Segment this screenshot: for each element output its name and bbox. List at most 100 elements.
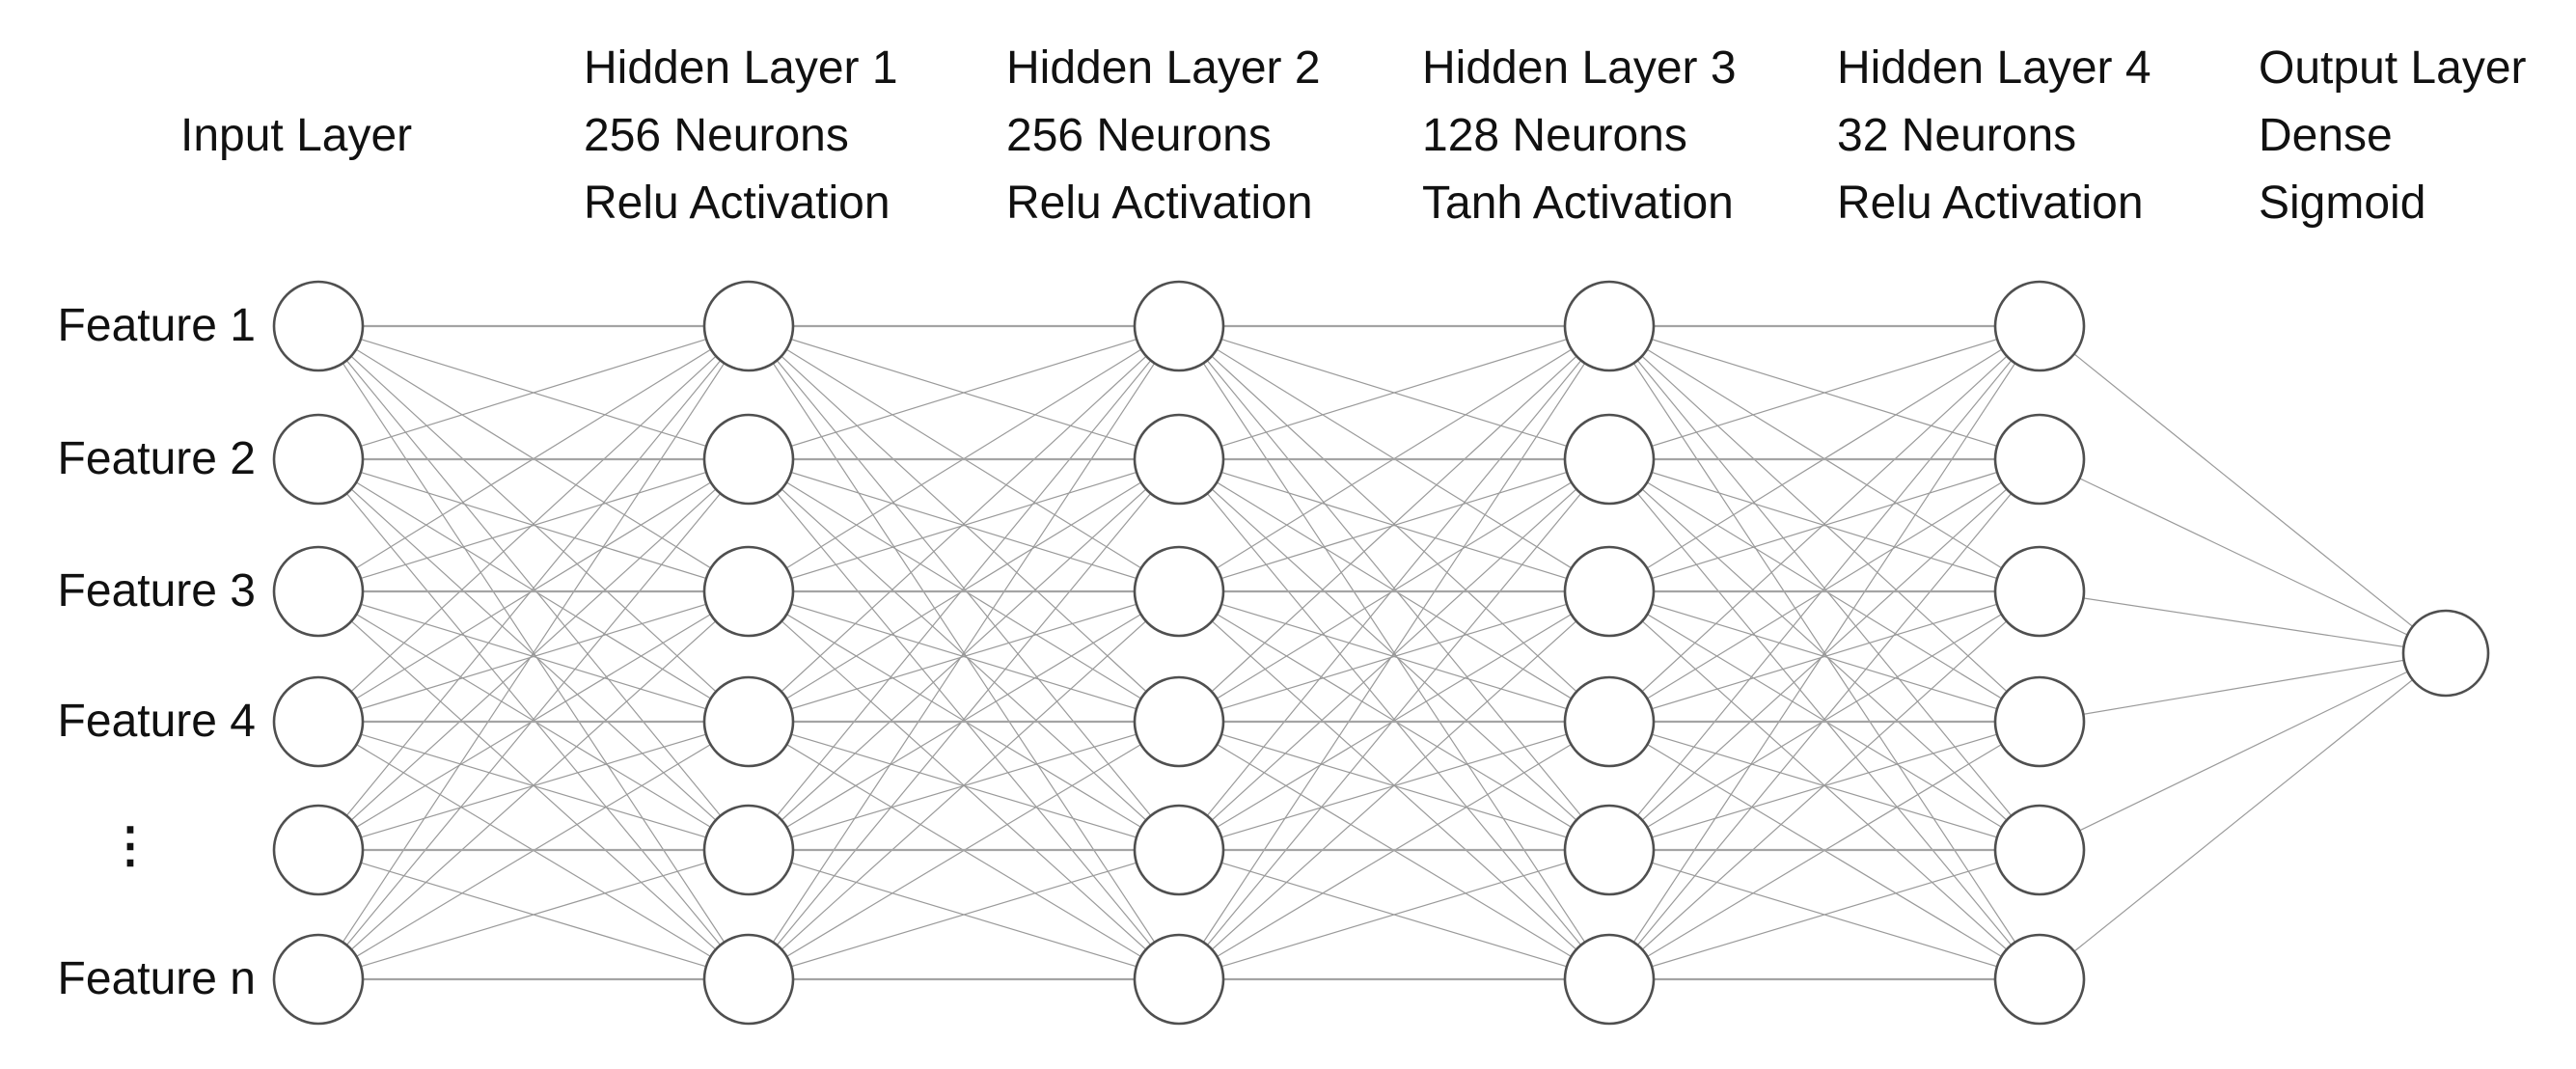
neuron-node <box>1563 804 1656 896</box>
feature-label-n: Feature n <box>57 953 256 1004</box>
connection-line <box>748 325 1180 723</box>
header-hidden-layer-4: Hidden Layer 4 32 Neurons Relu Activatio… <box>1837 35 2151 237</box>
connection-line <box>748 325 1180 980</box>
neuron-node <box>1993 804 2086 896</box>
connection-line <box>1608 325 2041 980</box>
layer-title: Hidden Layer 3 <box>1422 42 1737 94</box>
header-input-layer: Input Layer <box>180 102 412 170</box>
connection-line <box>748 325 1180 460</box>
neuron-node <box>1133 280 1225 372</box>
connection-line <box>748 458 1180 980</box>
connection-line <box>1178 325 1610 980</box>
neuron-node <box>1133 804 1225 896</box>
layer-activation: Tanh Activation <box>1422 178 1734 229</box>
neuron-nodes-group <box>272 280 2490 1026</box>
header-hidden-layer-1: Hidden Layer 1 256 Neurons Relu Activati… <box>584 35 898 237</box>
neuron-node <box>272 675 365 768</box>
connection-line <box>748 325 1180 851</box>
connection-line <box>1178 849 1610 980</box>
connection-lines-horizontal-group <box>318 324 2040 981</box>
output-connection-line <box>2039 590 2447 654</box>
neuron-node <box>702 413 795 506</box>
layer-activation: Sigmoid <box>2259 178 2426 229</box>
neuron-node <box>1993 545 2086 638</box>
connection-line <box>317 590 750 980</box>
output-connection-line <box>2039 325 2447 654</box>
neuron-node <box>272 933 365 1026</box>
neuron-node <box>702 804 795 896</box>
connection-line <box>1178 325 1610 851</box>
layer-neurons: 32 Neurons <box>1837 110 2077 161</box>
layer-title: Hidden Layer 2 <box>1006 42 1321 94</box>
connection-line <box>317 325 750 980</box>
header-hidden-layer-2: Hidden Layer 2 256 Neurons Relu Activati… <box>1006 35 1321 237</box>
feature-label-4: Feature 4 <box>57 696 256 747</box>
neuron-node <box>1563 675 1656 768</box>
connection-line <box>317 325 750 460</box>
layer-activation: Relu Activation <box>1837 178 2144 229</box>
layer-activation: Relu Activation <box>1006 178 1313 229</box>
neuron-node <box>272 280 365 372</box>
connection-line <box>748 590 1180 723</box>
neuron-node <box>1133 933 1225 1026</box>
neuron-node <box>702 933 795 1026</box>
connection-line <box>317 325 750 723</box>
connection-line <box>748 458 1180 592</box>
connection-line <box>1178 325 1610 723</box>
layer-activation: Relu Activation <box>584 178 891 229</box>
layer-title: Hidden Layer 4 <box>1837 42 2151 94</box>
neuron-node <box>272 413 365 506</box>
layer-title: Input Layer <box>180 110 413 161</box>
connection-line <box>1178 590 1610 723</box>
connection-line <box>1608 458 2041 851</box>
feature-label-3: Feature 3 <box>57 565 256 617</box>
connection-line <box>317 849 750 980</box>
connection-line <box>1608 849 2041 980</box>
connection-line <box>317 590 750 723</box>
connection-line <box>1608 590 2041 980</box>
connection-line <box>317 458 750 592</box>
connection-line <box>1608 325 2041 723</box>
output-neuron-node <box>2401 609 2490 698</box>
layer-title: Hidden Layer 1 <box>584 42 898 94</box>
neuron-node <box>1563 933 1656 1026</box>
neuron-node <box>1993 280 2086 372</box>
layer-neurons: 128 Neurons <box>1422 110 1687 161</box>
layer-neurons: 256 Neurons <box>1006 110 1272 161</box>
neuron-node <box>1563 545 1656 638</box>
layer-neurons: 256 Neurons <box>584 110 849 161</box>
connection-line <box>1608 458 2041 592</box>
connection-line <box>1608 325 2041 851</box>
neuron-node <box>1133 545 1225 638</box>
neuron-node <box>702 280 795 372</box>
connection-line <box>1178 590 1610 980</box>
layer-title: Output Layer <box>2259 42 2527 94</box>
neuron-node <box>702 675 795 768</box>
neuron-node <box>1993 933 2086 1026</box>
feature-ellipsis: ⋮ <box>106 818 154 872</box>
neuron-node <box>272 804 365 896</box>
connection-line <box>317 458 750 980</box>
output-connection-line <box>2039 652 2447 723</box>
neuron-node <box>702 545 795 638</box>
connection-lines-group <box>317 325 2447 980</box>
neuron-node <box>1133 413 1225 506</box>
output-connection-line <box>2039 652 2447 851</box>
connection-line <box>1178 458 1610 851</box>
header-output-layer: Output Layer Dense Sigmoid <box>2259 35 2527 237</box>
neuron-node <box>1993 675 2086 768</box>
neuron-node <box>272 545 365 638</box>
connection-line <box>748 849 1180 980</box>
connection-line <box>317 458 750 851</box>
neuron-node <box>1563 413 1656 506</box>
connection-line <box>1608 458 2041 980</box>
neuron-node <box>1993 413 2086 506</box>
layer-type: Dense <box>2259 110 2393 161</box>
connection-line <box>1608 325 2041 460</box>
neuron-node <box>1133 675 1225 768</box>
connection-line <box>748 590 1180 980</box>
connection-line <box>1608 590 2041 723</box>
connection-line <box>1178 325 1610 460</box>
